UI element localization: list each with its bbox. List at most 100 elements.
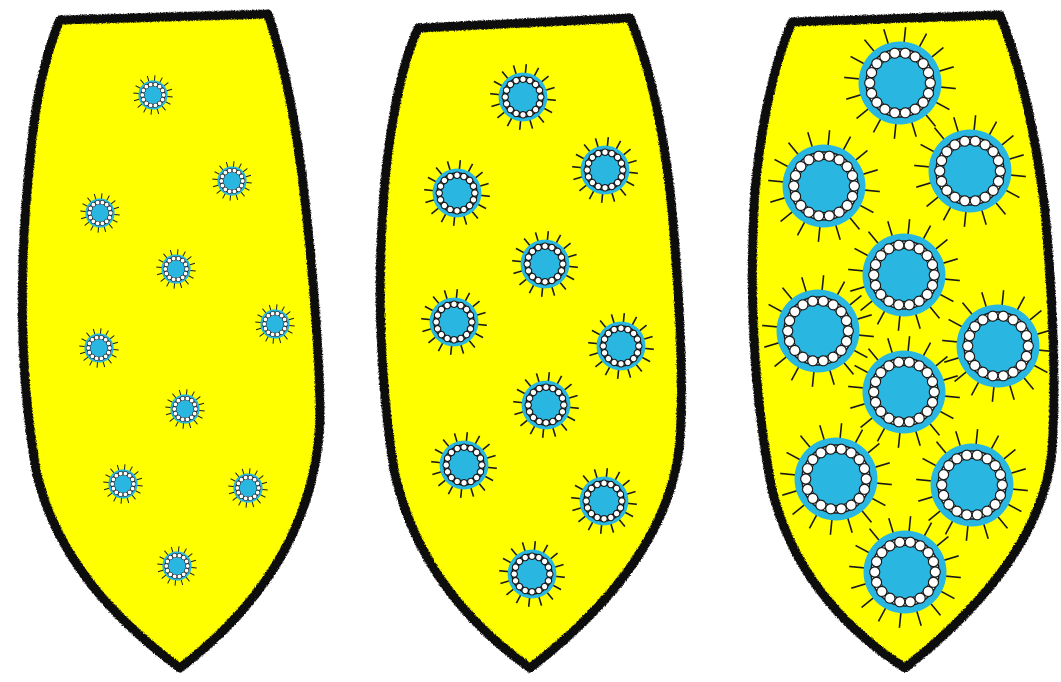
bead: [525, 268, 531, 274]
bead: [998, 371, 1008, 381]
bead: [927, 280, 937, 290]
bead: [939, 490, 949, 500]
bead: [834, 207, 844, 217]
bead: [466, 202, 472, 208]
bead: [602, 149, 608, 155]
bead: [141, 97, 145, 101]
bead: [438, 306, 444, 312]
bead: [904, 300, 914, 310]
bead: [798, 300, 808, 310]
bead: [275, 332, 279, 336]
bead: [477, 469, 483, 475]
bead: [929, 270, 939, 280]
bead: [847, 171, 857, 181]
bead: [808, 493, 818, 503]
bead: [970, 196, 980, 206]
bead: [153, 103, 157, 107]
bead: [561, 402, 567, 408]
bead: [960, 196, 970, 206]
bead: [602, 185, 608, 191]
bead: [790, 307, 800, 317]
bead: [437, 183, 443, 189]
bead: [189, 398, 193, 402]
bead: [808, 356, 818, 366]
bead: [148, 103, 152, 107]
bead: [613, 485, 619, 491]
bead: [608, 481, 614, 487]
bead: [507, 81, 513, 87]
bead: [536, 587, 542, 593]
bead: [87, 350, 91, 354]
bead: [458, 302, 464, 308]
bead: [972, 450, 982, 460]
bead: [472, 190, 478, 196]
bead: [444, 455, 450, 461]
bead: [972, 510, 982, 520]
bead: [106, 350, 110, 354]
bead: [239, 477, 243, 481]
bead: [630, 355, 636, 361]
bead: [804, 207, 814, 217]
bead: [595, 150, 601, 156]
panel-right: [752, 15, 1054, 668]
bead: [110, 482, 114, 486]
bead: [834, 155, 844, 165]
bead: [871, 260, 881, 270]
bead: [547, 571, 553, 577]
bead: [601, 516, 607, 522]
bead: [783, 326, 793, 336]
bead: [585, 160, 591, 166]
bead: [545, 578, 551, 584]
bead: [808, 296, 818, 306]
bead: [111, 486, 115, 490]
bead: [617, 491, 623, 497]
bead: [162, 93, 166, 97]
bead: [454, 445, 460, 451]
bead: [846, 448, 856, 458]
bead: [876, 368, 886, 378]
bead: [915, 593, 925, 603]
bead: [785, 336, 795, 346]
bead: [232, 168, 236, 172]
bead: [922, 368, 932, 378]
bead: [914, 413, 924, 423]
bead: [522, 587, 528, 593]
bead: [928, 577, 938, 587]
bead: [99, 356, 103, 360]
bead: [536, 554, 542, 560]
bead: [284, 322, 288, 326]
bead: [94, 335, 98, 339]
bead: [461, 206, 467, 212]
bead: [880, 104, 890, 114]
bead: [885, 541, 895, 551]
bead: [91, 202, 95, 206]
bead: [180, 396, 184, 400]
bead: [900, 108, 910, 118]
bead: [922, 289, 932, 299]
bead: [525, 402, 531, 408]
bead: [469, 319, 475, 325]
bead: [872, 557, 882, 567]
bead: [905, 537, 915, 547]
bead: [870, 567, 880, 577]
bead: [995, 166, 1005, 176]
bead: [535, 244, 541, 250]
bead: [503, 101, 509, 107]
bead: [520, 112, 526, 118]
bead: [262, 322, 266, 326]
bead: [824, 151, 834, 161]
bead: [512, 564, 518, 570]
bead: [942, 185, 952, 195]
bead: [473, 474, 479, 480]
bead: [617, 505, 623, 511]
bead: [836, 307, 846, 317]
bead: [157, 84, 161, 88]
bead: [890, 108, 900, 118]
bead: [970, 360, 980, 370]
bead: [962, 510, 972, 520]
bead: [511, 571, 517, 577]
bead: [995, 470, 1005, 480]
bead: [123, 492, 127, 496]
bead: [433, 319, 439, 325]
